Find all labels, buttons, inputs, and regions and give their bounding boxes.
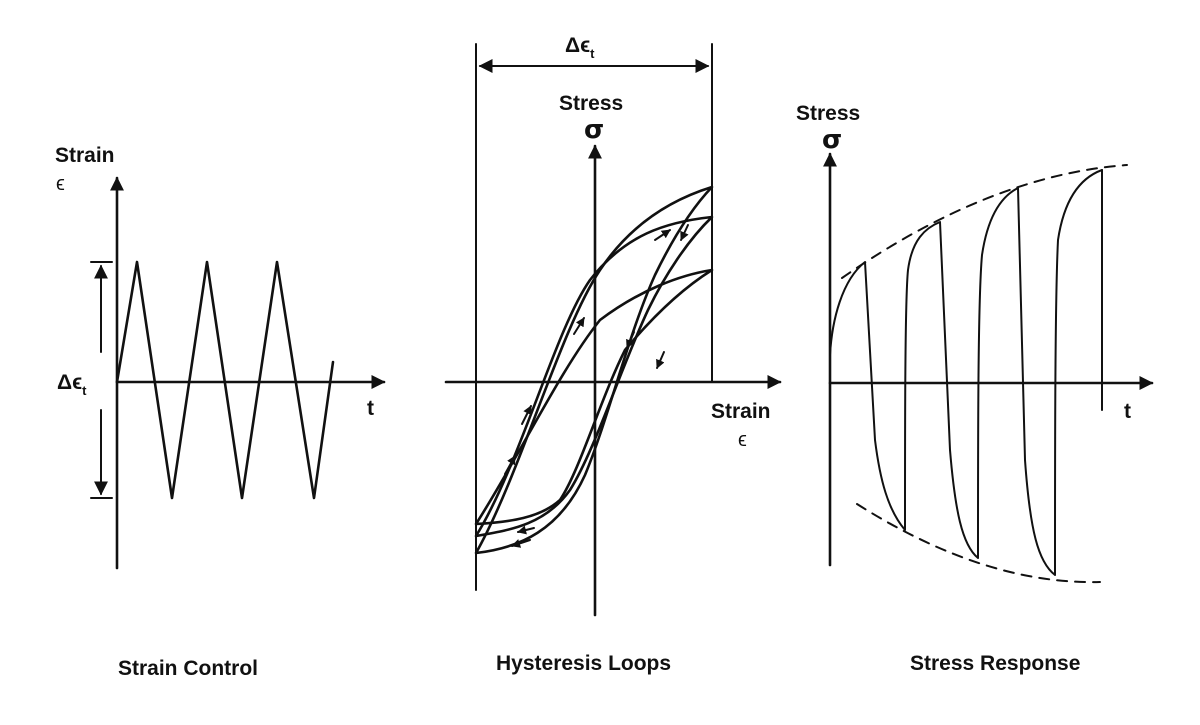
- time-axis-label: t: [367, 397, 374, 420]
- stress-axis-label: Stress: [559, 92, 623, 115]
- hysteresis-loop-outer: [474, 185, 714, 555]
- hysteresis-loop-middle: [474, 215, 714, 538]
- unloading-arrow-4: [517, 525, 535, 535]
- total-strain-range-label: Δϵt: [565, 34, 595, 61]
- strain-axis-symbol: ϵ: [738, 429, 747, 451]
- stress-axis-label: Stress: [796, 102, 860, 125]
- unloading-arrow-3: [656, 351, 665, 369]
- loading-arrow-4: [654, 229, 671, 241]
- stress-axis-symbol: σ: [584, 115, 604, 145]
- stress-response-caption: Stress Response: [910, 652, 1080, 675]
- stress-response-panel: Stress σ t Stress Response: [796, 102, 1154, 675]
- upper-envelope: [841, 164, 1128, 279]
- hysteresis-loop-inner: [474, 268, 714, 526]
- strain-axis-label: Strain: [711, 400, 771, 423]
- unloading-arrow-1: [680, 224, 689, 241]
- hysteresis-caption: Hysteresis Loops: [496, 652, 671, 675]
- strain-control-caption: Strain Control: [118, 657, 258, 680]
- strain-control-panel: Strain ϵ t Δϵt Strain Control: [55, 144, 386, 680]
- unloading-arrow-5: [511, 539, 531, 548]
- strain-triangle-wave: [115, 260, 335, 500]
- strain-range-label: Δϵt: [57, 371, 87, 398]
- lower-envelope: [856, 503, 1101, 584]
- strain-axis-symbol: ϵ: [56, 173, 65, 195]
- strain-axis-label: Strain: [55, 144, 115, 167]
- time-axis-label: t: [1124, 400, 1131, 423]
- unloading-arrow-2: [626, 331, 635, 349]
- hysteresis-panel: Stress σ Strain ϵ Δϵt Hysteresis Loops: [444, 34, 782, 675]
- stress-axis-symbol: σ: [822, 125, 842, 155]
- loading-arrow-2: [521, 405, 532, 425]
- stress-response-curve: [829, 169, 1103, 576]
- loading-arrow-1: [504, 455, 516, 475]
- loading-arrow-3: [573, 317, 585, 335]
